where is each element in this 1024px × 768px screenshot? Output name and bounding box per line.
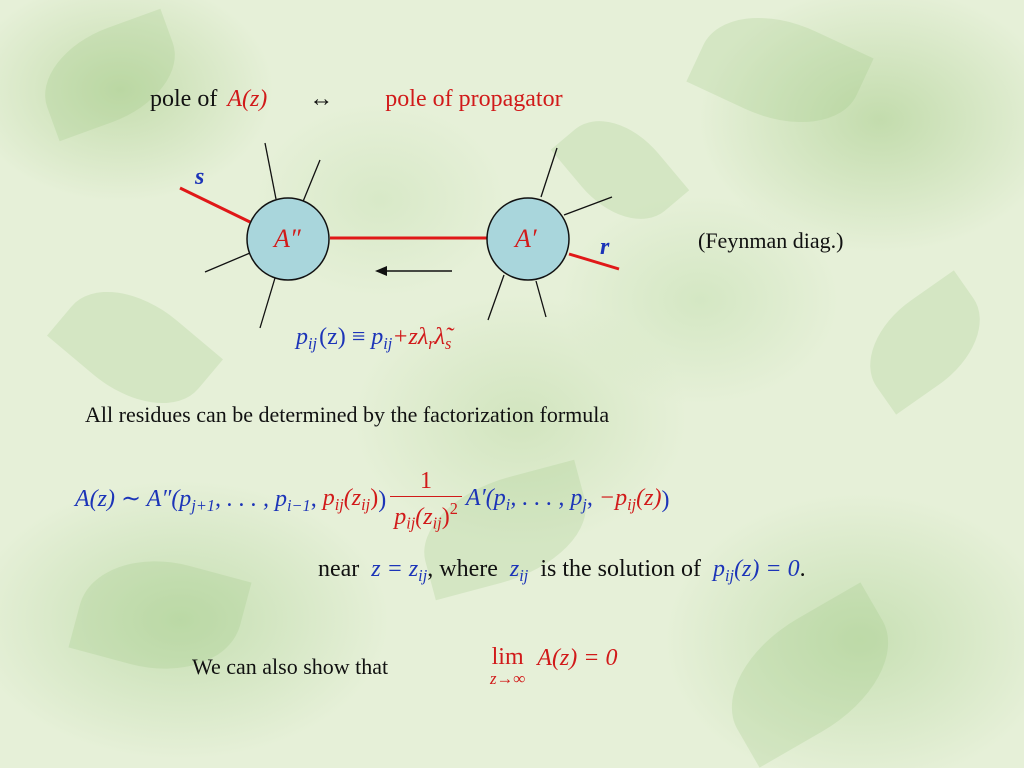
blob-left [246, 197, 330, 281]
left-blob-leg [301, 159, 321, 205]
fact-red-p: p [322, 485, 335, 512]
blob-right [486, 197, 570, 281]
fact-b-end: , [586, 485, 599, 512]
fact-red-sub: ij [334, 494, 344, 514]
shift-rhs-sub-r: r [428, 333, 435, 353]
fact-red-arg: (z [343, 485, 362, 512]
leg-r-line [568, 252, 620, 271]
blob-right-label: A′ [515, 224, 537, 253]
header-right-text: pole of propagator [385, 86, 563, 112]
fact-a-sub1: j+1 [191, 495, 216, 515]
near-sol-rest: (z) = 0 [734, 556, 800, 582]
shift-mid-sub: ij [383, 333, 393, 353]
shift-rhs-lambda-tilde: λ̃ [434, 324, 446, 350]
shift-mid-p: p [371, 324, 384, 350]
fact-a-sub2: i−1 [287, 495, 311, 515]
right-blob-leg [563, 196, 613, 216]
fact-red-arg-sub: ij [361, 494, 371, 514]
leg-s-line [179, 186, 251, 224]
near-z-eq-sub: ij [418, 565, 428, 585]
fact-b-sub1: i [505, 494, 511, 514]
fact-b-sub2: j [582, 494, 587, 514]
header-left-text: pole of [150, 86, 218, 112]
near-word: near [318, 556, 360, 582]
limit-operator: lim z→∞ [490, 645, 525, 688]
fact-a-end: , [310, 486, 317, 513]
shift-lhs-arg: (z) ≡ [319, 324, 366, 350]
header-line: pole of A(z) ↔ pole of propagator [150, 86, 563, 113]
fact-blue-close: ) [378, 486, 387, 513]
leg-r-label: r [600, 234, 610, 260]
fact-b-mid: , . . . , p [510, 485, 583, 512]
limit-formula: lim z→∞ A(z) = 0 [490, 645, 617, 688]
blob-left-label: A″ [274, 224, 301, 253]
diagram-caption: (Feynman diag.) [698, 228, 844, 253]
fact-red-close: ) [370, 485, 379, 512]
fact-a-mid: , . . . , p [215, 486, 288, 513]
right-blob-leg [540, 147, 558, 198]
right-blob-leg [535, 280, 547, 318]
header-amplitude: A(z) [227, 86, 268, 112]
limit-text: We can also show that [192, 654, 389, 679]
fact-neg-arg: (z) [636, 485, 662, 512]
right-blob-leg [487, 274, 505, 321]
near-line: near z = zij, where zij is the solution … [318, 556, 806, 586]
near-solution-text: is the solution of [540, 556, 701, 582]
momentum-arrow-head [375, 266, 387, 276]
limit-expr: A(z) = 0 [537, 645, 618, 671]
shift-formula: pij(z) ≡ pij+zλrλ̃s [296, 324, 451, 354]
near-dot: . [799, 556, 806, 582]
shift-lhs-sub: ij [308, 333, 318, 353]
near-sol-p: p [712, 556, 725, 582]
near-sol-sub: ij [724, 565, 735, 585]
fact-final: ) [661, 486, 670, 513]
shift-rhs-sub-s: s [445, 333, 452, 353]
fraction-numerator: 1 [420, 468, 433, 494]
near-z-eq: z = z [371, 556, 419, 582]
limit-lim: lim [491, 644, 524, 670]
fact-neg-sub: ij [627, 494, 637, 514]
near-where: , where [427, 556, 498, 582]
residue-text: All residues can be determined by the fa… [85, 402, 610, 427]
fraction-denominator: pij(zij)2 [390, 496, 462, 534]
near-zij: z [509, 556, 520, 582]
fact-neg: −p [598, 485, 628, 512]
factorization-formula: A(z) ∼ A″(pj+1, . . . , pi−1, pij(zij) )… [75, 466, 669, 534]
near-zij-sub: ij [519, 565, 529, 585]
propagator-fraction: 1 pij(zij)2 [390, 466, 462, 534]
header-arrow: ↔ [309, 86, 334, 112]
fact-a: A(z) ∼ A″(p [75, 486, 192, 513]
shift-rhs: +zλ [392, 324, 429, 350]
left-blob-leg [259, 277, 276, 329]
left-blob-leg [204, 252, 251, 273]
limit-under: z→∞ [490, 669, 526, 688]
leg-s-label: s [195, 164, 205, 190]
shift-lhs-p: p [296, 324, 308, 350]
left-blob-leg [264, 142, 277, 200]
fact-b: A′(p [465, 485, 506, 512]
